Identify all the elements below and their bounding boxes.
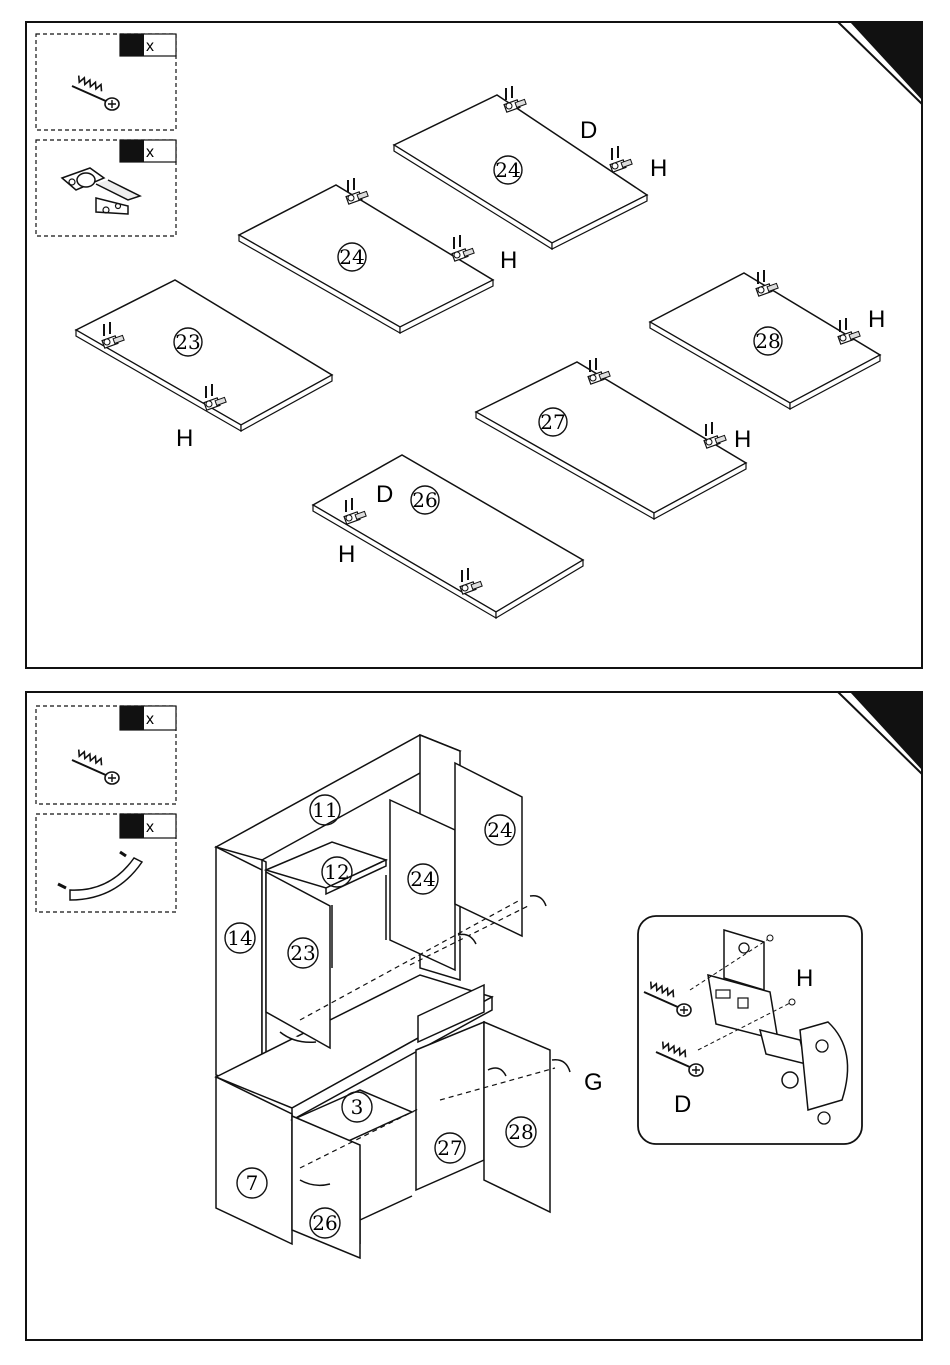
- detail-label-h: H: [796, 965, 813, 992]
- step2-handle-qty: x: [146, 819, 154, 836]
- hinge-detail-box: [638, 916, 862, 1144]
- step2-screw-qty: x: [146, 711, 154, 728]
- label-h-e: H: [734, 426, 751, 453]
- label-3: 3: [351, 1095, 364, 1119]
- label-h-b: H: [500, 247, 517, 274]
- label-12: 12: [324, 860, 349, 884]
- step1-screw-qty: x: [146, 38, 154, 55]
- label-11: 11: [312, 798, 337, 822]
- label-28: 28: [508, 1120, 533, 1144]
- label-7: 7: [246, 1171, 259, 1195]
- label-26: 26: [312, 1211, 337, 1235]
- label-g: G: [584, 1069, 603, 1096]
- label-h-f: H: [338, 541, 355, 568]
- panel-26-label: 26: [412, 488, 437, 512]
- panel-28-label: 28: [755, 329, 780, 353]
- step1-hinge-qty: x: [146, 144, 154, 161]
- label-d-bottom: D: [376, 481, 393, 508]
- label-24-right: 24: [487, 818, 512, 842]
- label-24-mid: 24: [410, 867, 435, 891]
- label-h-a: H: [650, 155, 667, 182]
- label-h-d: H: [868, 306, 885, 333]
- label-d-top: D: [580, 117, 597, 144]
- label-27: 27: [437, 1136, 462, 1160]
- panel-24-b-label: 24: [339, 245, 364, 269]
- detail-label-d: D: [674, 1091, 691, 1118]
- panel-24-a-label: 24: [495, 158, 520, 182]
- label-h-c: H: [176, 425, 193, 452]
- panel-27-label: 27: [540, 410, 565, 434]
- label-14: 14: [227, 926, 252, 950]
- panel-23-label: 23: [175, 330, 200, 354]
- label-23: 23: [290, 941, 315, 965]
